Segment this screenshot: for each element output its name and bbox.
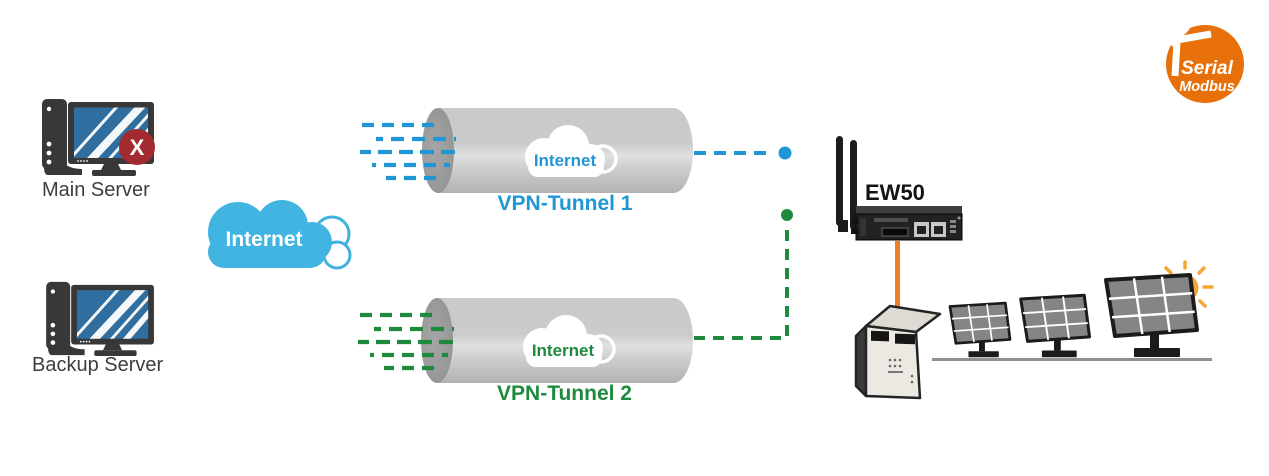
- panel-bus-line: [932, 358, 1212, 361]
- tunnel-1-traffic-dashes: [360, 122, 460, 181]
- router-label: EW50: [865, 180, 925, 205]
- tunnel-2-traffic-dashes: [358, 312, 458, 371]
- serial-modbus-badge: Serial Modbus: [1164, 23, 1244, 103]
- led-indicators: [950, 216, 961, 233]
- tunnel-2-cloud-icon: Internet: [523, 315, 616, 367]
- backup-server-icon: [46, 281, 154, 357]
- vent-grille: [871, 330, 915, 345]
- monitor-icon: [71, 284, 154, 357]
- router-device-icon: [836, 136, 963, 241]
- ethernet-port-icon: [914, 222, 946, 237]
- internet-cloud-label: Internet: [225, 228, 302, 251]
- computer-tower-icon: [42, 99, 82, 175]
- tunnel-2-endpoint-dot: [781, 209, 793, 221]
- router-body: [852, 206, 963, 241]
- cloud-shape: [208, 200, 332, 268]
- solar-panel-icon: [1104, 273, 1199, 357]
- meter-device-icon: [854, 304, 942, 400]
- tunnel-1-endpoint-dot: [778, 146, 792, 160]
- error-x-icon: X: [119, 129, 155, 165]
- badge-line1: Serial: [1181, 58, 1233, 79]
- arrow-up-left-icon: [1164, 23, 1212, 77]
- main-server-label: Main Server: [42, 179, 150, 201]
- internet-cloud-icon: Internet: [208, 200, 352, 270]
- badge-line2: Modbus: [1179, 79, 1235, 95]
- solar-panel-icon: [1019, 293, 1092, 358]
- svg-text:X: X: [130, 135, 145, 160]
- meter-front-details: [888, 358, 914, 384]
- tunnel-1-cloud-icon: Internet: [525, 125, 618, 177]
- sim-slot: [881, 227, 909, 237]
- solar-panel-icon: [948, 301, 1012, 358]
- backup-server-label: Backup Server: [32, 354, 164, 376]
- main-server-icon: X: [42, 99, 155, 176]
- computer-tower-icon: [46, 281, 85, 356]
- vpn-tunnel-1-label: VPN-Tunnel 1: [497, 192, 633, 215]
- tunnel-2-cloud-label: Internet: [532, 341, 595, 360]
- tunnel-2-exit-link: [694, 209, 793, 340]
- tunnel-1-exit-link: [694, 146, 792, 160]
- tunnel-1-cloud-label: Internet: [534, 151, 597, 170]
- serial-cable: [895, 241, 900, 309]
- vpn-tunnel-2-label: VPN-Tunnel 2: [497, 382, 632, 405]
